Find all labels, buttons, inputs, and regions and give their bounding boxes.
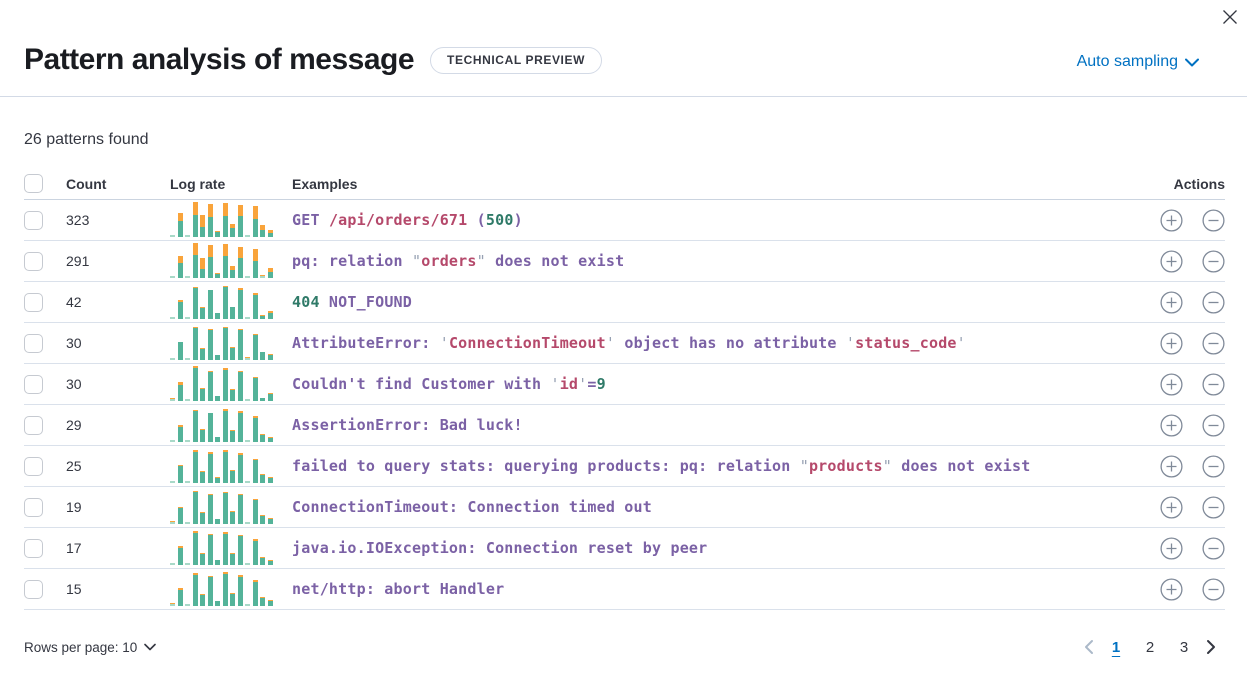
log-rate-chart: [170, 242, 273, 278]
row-count: 323: [66, 212, 90, 228]
sampling-dropdown[interactable]: Auto sampling: [1077, 53, 1199, 71]
table-row: 17 java.io.IOException: Connection reset…: [24, 528, 1225, 569]
table-row: 29 AssertionError: Bad luck!: [24, 405, 1225, 446]
plus-in-circle-icon[interactable]: [1160, 454, 1183, 478]
row-checkbox[interactable]: [24, 251, 43, 271]
page-button-3[interactable]: 3: [1179, 638, 1189, 656]
log-rate-chart: [170, 570, 273, 606]
row-checkbox[interactable]: [24, 333, 43, 353]
log-rate-chart: [170, 324, 273, 360]
row-count: 19: [66, 499, 82, 515]
log-rate-chart: [170, 201, 273, 237]
row-count: 15: [66, 581, 82, 597]
row-count: 42: [66, 294, 82, 310]
plus-in-circle-icon[interactable]: [1160, 208, 1183, 232]
flyout-content: 26 patterns found Count Log rate Example…: [0, 97, 1247, 659]
table-header-row: Count Log rate Examples Actions: [24, 168, 1225, 200]
table-body: 323 GET /api/orders/671 (500) 291 pq: re…: [24, 200, 1225, 610]
row-example: java.io.IOException: Connection reset by…: [292, 539, 708, 557]
log-rate-chart: [170, 406, 273, 442]
table-row: 15 net/http: abort Handler: [24, 569, 1225, 610]
row-count: 291: [66, 253, 90, 269]
row-example: net/http: abort Handler: [292, 580, 505, 598]
column-header-count: Count: [66, 175, 107, 192]
column-header-log-rate: Log rate: [170, 175, 226, 192]
column-header-actions: Actions: [1173, 175, 1225, 192]
table-row: 42 404 NOT_FOUND: [24, 282, 1225, 323]
pagination: 1 2 3: [1083, 635, 1217, 659]
rows-per-page-label: Rows per page: 10: [24, 639, 138, 655]
table-row: 25 failed to query stats: querying produ…: [24, 446, 1225, 487]
plus-in-circle-icon[interactable]: [1160, 495, 1183, 519]
patterns-table: Count Log rate Examples Actions 323 GET …: [24, 168, 1225, 610]
row-example: GET /api/orders/671 (500): [292, 211, 523, 229]
minus-in-circle-icon[interactable]: [1202, 331, 1225, 355]
row-count: 30: [66, 376, 82, 392]
row-checkbox[interactable]: [24, 497, 43, 517]
plus-in-circle-icon[interactable]: [1160, 536, 1183, 560]
log-rate-chart: [170, 447, 273, 483]
row-count: 25: [66, 458, 82, 474]
chevron-down-icon: [144, 643, 157, 651]
log-rate-chart: [170, 283, 273, 319]
column-header-examples: Examples: [292, 175, 358, 192]
chevron-down-icon: [1185, 58, 1199, 66]
previous-page-icon[interactable]: [1083, 639, 1094, 655]
minus-in-circle-icon[interactable]: [1202, 372, 1225, 396]
row-count: 29: [66, 417, 82, 433]
minus-in-circle-icon[interactable]: [1202, 290, 1225, 314]
plus-in-circle-icon[interactable]: [1160, 413, 1183, 437]
minus-in-circle-icon[interactable]: [1202, 208, 1225, 232]
row-checkbox[interactable]: [24, 292, 43, 312]
table-row: 19 ConnectionTimeout: Connection timed o…: [24, 487, 1225, 528]
table-footer: Rows per page: 10 1 2 3: [24, 635, 1225, 659]
plus-in-circle-icon[interactable]: [1160, 290, 1183, 314]
page-button-1[interactable]: 1: [1111, 638, 1121, 656]
page-title: Pattern analysis of message: [24, 43, 415, 76]
close-icon[interactable]: [1218, 5, 1242, 29]
patterns-found-summary: 26 patterns found: [24, 131, 149, 148]
page-button-2[interactable]: 2: [1145, 638, 1155, 656]
minus-in-circle-icon[interactable]: [1202, 495, 1225, 519]
log-rate-chart: [170, 488, 273, 524]
page-numbers: 1 2 3: [1104, 635, 1196, 659]
row-checkbox[interactable]: [24, 374, 43, 394]
minus-in-circle-icon[interactable]: [1202, 536, 1225, 560]
row-example: failed to query stats: querying products…: [292, 457, 1031, 475]
row-count: 17: [66, 540, 82, 556]
plus-in-circle-icon[interactable]: [1160, 331, 1183, 355]
flyout-header: Pattern analysis of message TECHNICAL PR…: [0, 0, 1247, 97]
row-example: ConnectionTimeout: Connection timed out: [292, 498, 652, 516]
table-row: 291 pq: relation "orders" does not exist: [24, 241, 1225, 282]
log-rate-chart: [170, 365, 273, 401]
sampling-label: Auto sampling: [1076, 53, 1178, 70]
plus-in-circle-icon[interactable]: [1160, 577, 1183, 601]
row-checkbox[interactable]: [24, 538, 43, 558]
row-example: Couldn't find Customer with 'id'=9: [292, 375, 606, 393]
row-example: pq: relation "orders" does not exist: [292, 252, 625, 270]
row-checkbox[interactable]: [24, 210, 43, 230]
table-row: 323 GET /api/orders/671 (500): [24, 200, 1225, 241]
rows-per-page-dropdown[interactable]: Rows per page: 10: [24, 639, 157, 655]
row-example: AssertionError: Bad luck!: [292, 416, 523, 434]
table-row: 30 Couldn't find Customer with 'id'=9: [24, 364, 1225, 405]
plus-in-circle-icon[interactable]: [1160, 372, 1183, 396]
row-checkbox[interactable]: [24, 415, 43, 435]
table-row: 30 AttributeError: 'ConnectionTimeout' o…: [24, 323, 1225, 364]
select-all-checkbox[interactable]: [24, 174, 43, 193]
technical-preview-badge: TECHNICAL PREVIEW: [430, 46, 603, 74]
row-example: AttributeError: 'ConnectionTimeout' obje…: [292, 334, 966, 352]
row-checkbox[interactable]: [24, 579, 43, 599]
minus-in-circle-icon[interactable]: [1202, 454, 1225, 478]
row-example: 404 NOT_FOUND: [292, 293, 413, 311]
next-page-icon[interactable]: [1206, 639, 1217, 655]
row-checkbox[interactable]: [24, 456, 43, 476]
minus-in-circle-icon[interactable]: [1202, 577, 1225, 601]
log-rate-chart: [170, 529, 273, 565]
minus-in-circle-icon[interactable]: [1202, 249, 1225, 273]
minus-in-circle-icon[interactable]: [1202, 413, 1225, 437]
row-count: 30: [66, 335, 82, 351]
plus-in-circle-icon[interactable]: [1160, 249, 1183, 273]
